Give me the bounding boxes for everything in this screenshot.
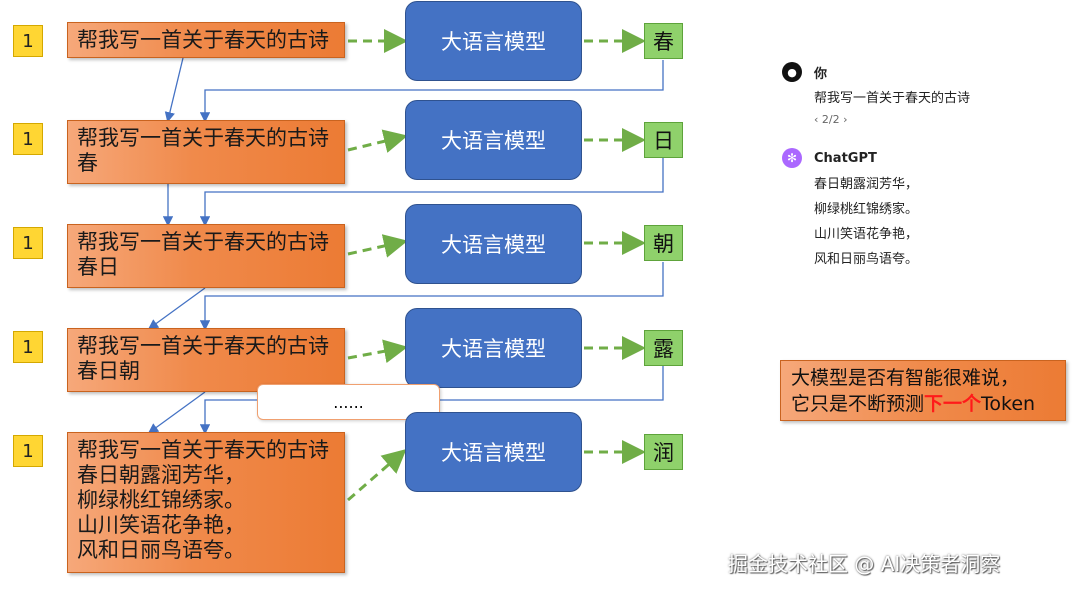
arrow-token-next-2 xyxy=(199,158,664,227)
output-token: 日 xyxy=(644,122,683,158)
output-token: 露 xyxy=(644,330,683,366)
step-number: 1 xyxy=(13,227,43,259)
response-pager[interactable]: ‹ 2/2 › xyxy=(814,113,848,126)
chat-panel: ● 你 帮我写一首关于春天的古诗 ‹ 2/2 › ✻ ChatGPT 春日朝露润… xyxy=(782,62,1062,272)
step-number: 1 xyxy=(13,25,43,57)
user-name: 你 xyxy=(814,66,828,82)
output-token: 润 xyxy=(644,434,683,470)
arrow-prompt-next-3 xyxy=(147,287,206,330)
bot-header: ✻ ChatGPT xyxy=(782,148,1062,168)
output-token: 春 xyxy=(644,23,683,59)
prompt-box: 帮我写一首关于春天的古诗 春日 xyxy=(67,224,345,288)
note-line-1: 大模型是否有智能很难说， xyxy=(791,367,1020,389)
note-line-2: 它只是不断预测下一个Token xyxy=(791,391,1055,417)
arrow-token-next-1 xyxy=(199,60,664,123)
user-message: 帮我写一首关于春天的古诗 xyxy=(814,91,971,106)
llm-box: 大语言模型 xyxy=(405,308,582,388)
llm-box: 大语言模型 xyxy=(405,1,582,81)
note-token: Token xyxy=(981,393,1036,415)
llm-box: 大语言模型 xyxy=(405,412,582,492)
watermark: 掘金技术社区 @ AI决策者洞察 xyxy=(728,552,1001,576)
prompt-box: 帮我写一首关于春天的古诗 春 xyxy=(67,120,345,184)
arrow-prompt-model-4 xyxy=(347,339,408,364)
ellipsis-box: ...... xyxy=(257,384,440,420)
prompt-box: 帮我写一首关于春天的古诗 xyxy=(67,22,345,58)
arrow-prompt-next-1 xyxy=(164,57,184,123)
step-number: 1 xyxy=(13,123,43,155)
note-text: 它只是不断预测 xyxy=(791,393,925,415)
note-highlight: 下一个 xyxy=(924,393,982,415)
poem-line: 春日朝露润芳华， xyxy=(814,177,919,192)
arrow-prompt-model-2 xyxy=(347,129,408,153)
step-number: 1 xyxy=(13,435,43,467)
user-header: ● 你 xyxy=(782,62,1062,82)
user-avatar-icon: ● xyxy=(782,62,802,82)
bot-message: 春日朝露润芳华， 柳绿桃红锦绣家。 山川笑语花争艳， 风和日丽鸟语夸。 xyxy=(814,172,1062,272)
poem-line: 山川笑语花争艳， xyxy=(814,227,919,242)
chatgpt-logo-icon: ✻ xyxy=(782,148,802,168)
bot-name: ChatGPT xyxy=(814,150,877,166)
prompt-box: 帮我写一首关于春天的古诗 春日朝露润芳华， 柳绿桃红锦绣家。 山川笑语花争艳， … xyxy=(67,432,345,573)
arrow-token-next-3 xyxy=(199,262,664,331)
step-number: 1 xyxy=(13,331,43,363)
llm-box: 大语言模型 xyxy=(405,204,582,284)
arrow-prompt-model-3 xyxy=(347,234,408,258)
output-token: 朝 xyxy=(644,225,683,261)
note-box: 大模型是否有智能很难说， 它只是不断预测下一个Token xyxy=(780,360,1066,421)
llm-box: 大语言模型 xyxy=(405,100,582,180)
prompt-box: 帮我写一首关于春天的古诗 春日朝 xyxy=(67,328,345,392)
poem-line: 柳绿桃红锦绣家。 xyxy=(814,202,919,217)
arrow-prompt-next-4 xyxy=(147,391,206,434)
arrow-prompt-model-5 xyxy=(347,449,407,502)
poem-line: 风和日丽鸟语夸。 xyxy=(814,252,919,267)
